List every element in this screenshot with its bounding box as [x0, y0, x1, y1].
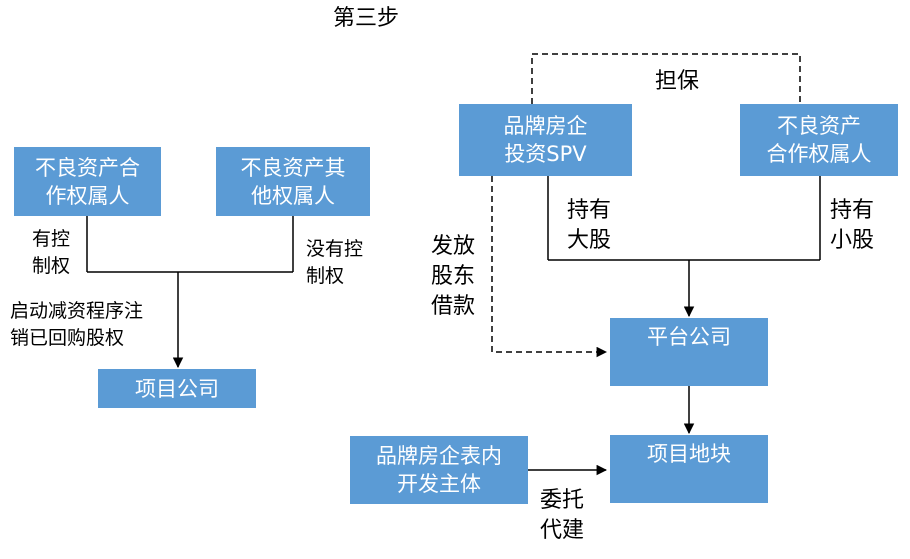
label-shareholder-loan-line3: 借款	[431, 294, 476, 319]
diagram-title: 第三步	[333, 6, 400, 31]
label-entrusted-line1: 委托	[540, 488, 585, 513]
label-shareholder-loan: 发放 股东 借款	[431, 232, 475, 322]
box-dev-entity-line1: 品牌房企表内	[376, 444, 502, 468]
box-partner-left-line2: 作权属人	[45, 183, 130, 208]
box-project-company: 项目公司	[98, 369, 256, 408]
label-shareholder-loan-line1: 发放	[431, 234, 476, 259]
label-majority-line2: 大股	[567, 228, 612, 253]
label-majority: 持有 大股	[567, 196, 611, 256]
box-partner-left-line1: 不良资产合	[35, 155, 140, 180]
label-guarantee-line1: 担保	[655, 69, 700, 94]
box-land-parcel: 项目地块	[610, 435, 768, 503]
label-no-control-line2: 制权	[306, 265, 345, 287]
box-partner-right: 不良资产 合作权属人	[740, 104, 898, 176]
label-minority-line2: 小股	[830, 228, 875, 253]
label-capital-reduction-line1: 启动减资程序注	[10, 300, 144, 322]
label-control: 有控 制权	[32, 226, 70, 280]
box-other-owner: 不良资产其 他权属人	[216, 147, 370, 216]
label-control-line2: 制权	[32, 255, 71, 277]
box-spv-line2: 投资SPV	[504, 142, 587, 166]
label-minority-line1: 持有	[830, 198, 875, 223]
label-capital-reduction: 启动减资程序注 销已回购股权	[10, 298, 143, 352]
label-capital-reduction-line2: 销已回购股权	[10, 327, 125, 349]
box-platform-company: 平台公司	[610, 318, 768, 386]
label-no-control-line1: 没有控	[306, 238, 364, 260]
label-majority-line1: 持有	[567, 198, 612, 223]
box-project-company-line1: 项目公司	[135, 376, 219, 401]
box-spv: 品牌房企 投资SPV	[459, 104, 632, 176]
label-no-control: 没有控 制权	[306, 236, 363, 290]
label-entrusted: 委托 代建	[540, 486, 584, 546]
label-shareholder-loan-line2: 股东	[431, 264, 476, 289]
box-dev-entity-line2: 开发主体	[397, 472, 481, 496]
label-entrusted-line2: 代建	[540, 518, 585, 543]
label-guarantee: 担保	[655, 67, 699, 97]
box-land-parcel-line1: 项目地块	[647, 442, 731, 466]
box-platform-company-line1: 平台公司	[647, 325, 731, 349]
box-other-owner-line2: 他权属人	[251, 183, 335, 208]
box-partner-left: 不良资产合 作权属人	[14, 147, 161, 216]
box-dev-entity: 品牌房企表内 开发主体	[350, 436, 528, 504]
box-other-owner-line1: 不良资产其	[240, 155, 346, 180]
box-partner-right-line1: 不良资产	[777, 114, 861, 138]
box-spv-line1: 品牌房企	[503, 114, 588, 138]
label-control-line1: 有控	[32, 228, 71, 250]
box-partner-right-line2: 合作权属人	[766, 142, 872, 166]
label-minority: 持有 小股	[830, 196, 874, 256]
